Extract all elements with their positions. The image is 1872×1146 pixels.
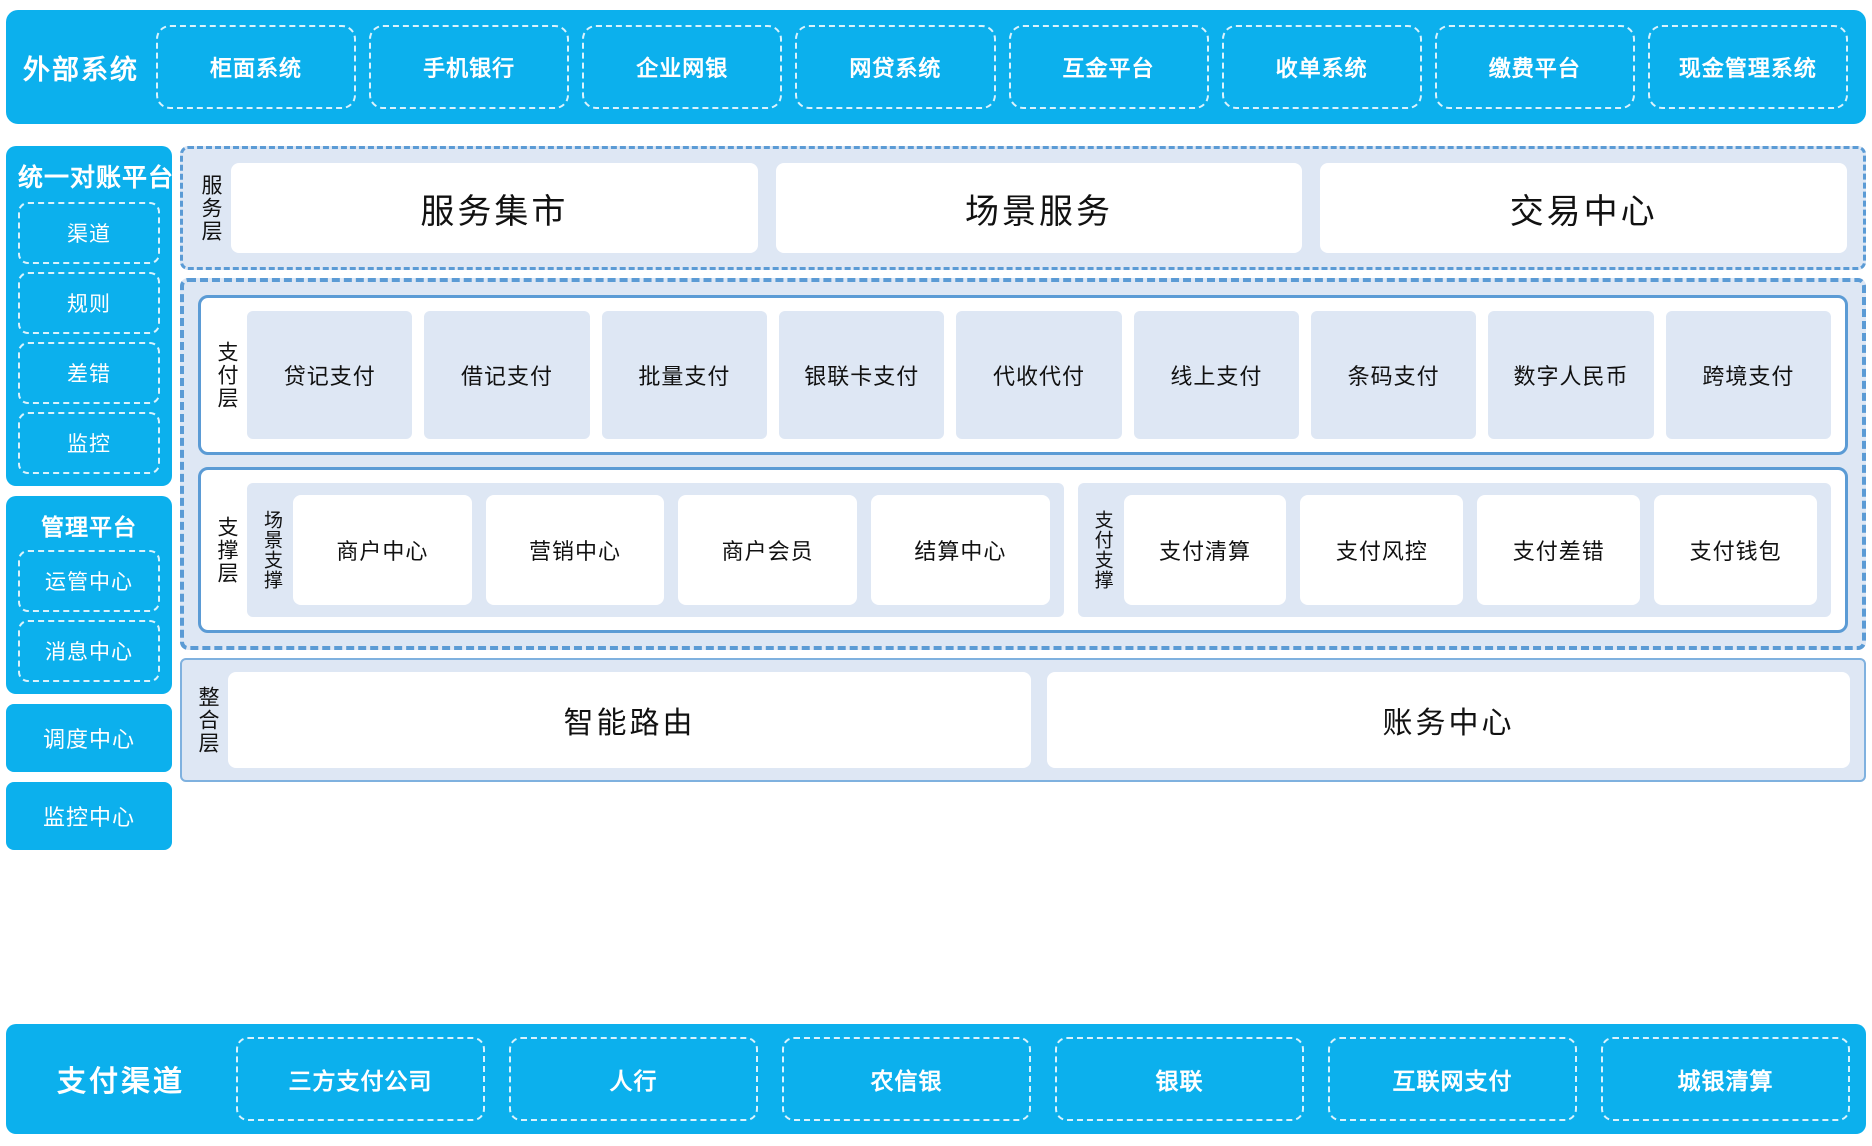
service-card-scenario[interactable]: 场景服务: [775, 163, 1303, 253]
support-layer: 支撑层 场景支撑 商户中心 营销中心 商户会员 结算中心 支付支撑: [198, 467, 1848, 633]
management-item-message[interactable]: 消息中心: [18, 620, 160, 682]
payment-channel-item[interactable]: 互联网支付: [1328, 1037, 1577, 1121]
external-system-item[interactable]: 收单系统: [1221, 25, 1422, 109]
payment-layer-tiles: 贷记支付 借记支付 批量支付 银联卡支付 代收代付 线上支付 条码支付 数字人民…: [247, 311, 1831, 439]
reconciliation-item-rule[interactable]: 规则: [18, 272, 160, 334]
payment-tile-barcode[interactable]: 条码支付: [1311, 311, 1477, 439]
payment-layer-label: 支付层: [215, 340, 239, 410]
support-group-scenario: 场景支撑 商户中心 营销中心 商户会员 结算中心: [247, 483, 1064, 617]
external-systems-list: 柜面系统 手机银行 企业网银 网贷系统 互金平台 收单系统 缴费平台 现金管理系…: [156, 25, 1852, 109]
core-layers-wrapper: 支付层 贷记支付 借记支付 批量支付 银联卡支付 代收代付 线上支付 条码支付 …: [180, 278, 1866, 650]
support-layer-label: 支撑层: [215, 515, 239, 585]
left-platform-column: 统一对账平台 渠道 规则 差错 监控 管理平台 运管中心 消息中心 调度中心 监…: [6, 146, 175, 850]
external-systems-title: 外部系统: [23, 54, 139, 85]
management-item-operations[interactable]: 运管中心: [18, 550, 160, 612]
support-card-merchant-center[interactable]: 商户中心: [292, 495, 472, 605]
payment-tile-digital-rmb[interactable]: 数字人民币: [1488, 311, 1654, 439]
support-layer-groups: 场景支撑 商户中心 营销中心 商户会员 结算中心 支付支撑 支付清算 支付风控: [247, 483, 1831, 617]
reconciliation-platform-panel: 统一对账平台 渠道 规则 差错 监控: [6, 146, 175, 486]
payment-tile-batch[interactable]: 批量支付: [601, 311, 768, 439]
payment-channel-item[interactable]: 人行: [509, 1037, 758, 1121]
payment-tile-unionpay-card[interactable]: 银联卡支付: [779, 311, 945, 439]
payment-tile-debit[interactable]: 借记支付: [424, 311, 590, 439]
integration-layer-label: 整合层: [196, 685, 220, 755]
scheduling-center-box[interactable]: 调度中心: [6, 704, 172, 772]
support-group-payment-cards: 支付清算 支付风控 支付差错 支付钱包: [1123, 495, 1817, 605]
service-card-transaction[interactable]: 交易中心: [1320, 163, 1848, 253]
payment-channels-title: 支付渠道: [56, 1066, 185, 1098]
payment-tile-credit[interactable]: 贷记支付: [247, 311, 413, 439]
management-platform-panel: 管理平台 运管中心 消息中心: [6, 496, 172, 694]
reconciliation-item-monitor[interactable]: 监控: [18, 412, 160, 474]
payment-channel-item[interactable]: 三方支付公司: [236, 1037, 485, 1121]
support-card-payment-wallet[interactable]: 支付钱包: [1654, 495, 1817, 605]
service-layer-cards: 服务集市 场景服务 交易中心: [231, 163, 1848, 253]
service-layer-label: 服务层: [199, 173, 223, 243]
support-group-payment: 支付支撑 支付清算 支付风控 支付差错 支付钱包: [1077, 483, 1831, 617]
integration-layer: 整合层 智能路由 账务中心: [180, 658, 1866, 782]
payment-channel-item[interactable]: 银联: [1055, 1037, 1304, 1121]
payment-layer: 支付层 贷记支付 借记支付 批量支付 银联卡支付 代收代付 线上支付 条码支付 …: [198, 295, 1848, 455]
service-layer: 服务层 服务集市 场景服务 交易中心: [180, 146, 1866, 270]
support-card-payment-error[interactable]: 支付差错: [1477, 495, 1641, 605]
payment-channels-bar: 支付渠道 三方支付公司 人行 农信银 银联 互联网支付 城银清算: [6, 1024, 1866, 1134]
external-systems-bar: 外部系统 柜面系统 手机银行 企业网银 网贷系统 互金平台 收单系统 缴费平台 …: [6, 10, 1866, 124]
reconciliation-item-channel[interactable]: 渠道: [18, 202, 160, 264]
payment-tile-cross-border[interactable]: 跨境支付: [1665, 311, 1831, 439]
support-card-settlement-center[interactable]: 结算中心: [871, 495, 1050, 605]
integration-layer-cards: 智能路由 账务中心: [228, 672, 1851, 768]
architecture-stage: 服务层 服务集市 场景服务 交易中心 支付层 贷记支付 借记支付 批量支付 银联…: [180, 146, 1866, 782]
support-card-payment-risk[interactable]: 支付风控: [1300, 495, 1464, 605]
external-system-item[interactable]: 互金平台: [1008, 25, 1209, 109]
management-platform-title: 管理平台: [41, 514, 137, 540]
support-group-scenario-label: 场景支撑: [260, 510, 282, 590]
reconciliation-platform-title: 统一对账平台: [18, 164, 175, 192]
external-system-item[interactable]: 缴费平台: [1434, 25, 1635, 109]
support-card-payment-clearing[interactable]: 支付清算: [1123, 495, 1287, 605]
support-card-marketing-center[interactable]: 营销中心: [485, 495, 665, 605]
external-system-item[interactable]: 网贷系统: [795, 25, 996, 109]
monitoring-center-box[interactable]: 监控中心: [6, 782, 172, 850]
integration-card-smart-routing[interactable]: 智能路由: [228, 672, 1032, 768]
payment-tile-online[interactable]: 线上支付: [1133, 311, 1300, 439]
support-card-merchant-member[interactable]: 商户会员: [678, 495, 857, 605]
support-group-payment-label: 支付支撑: [1091, 510, 1113, 590]
payment-channel-item[interactable]: 城银清算: [1601, 1037, 1850, 1121]
payment-channels-list: 三方支付公司 人行 农信银 银联 互联网支付 城银清算: [236, 1037, 1850, 1121]
service-card-marketplace[interactable]: 服务集市: [231, 163, 758, 253]
payment-tile-collection-payment[interactable]: 代收代付: [956, 311, 1122, 439]
payment-channel-item[interactable]: 农信银: [782, 1037, 1031, 1121]
reconciliation-item-error[interactable]: 差错: [18, 342, 160, 404]
integration-card-accounting-center[interactable]: 账务中心: [1047, 672, 1851, 768]
external-system-item[interactable]: 柜面系统: [156, 25, 357, 109]
external-system-item[interactable]: 企业网银: [582, 25, 783, 109]
external-system-item[interactable]: 现金管理系统: [1647, 25, 1848, 109]
support-group-scenario-cards: 商户中心 营销中心 商户会员 结算中心: [292, 495, 1050, 605]
external-system-item[interactable]: 手机银行: [369, 25, 570, 109]
